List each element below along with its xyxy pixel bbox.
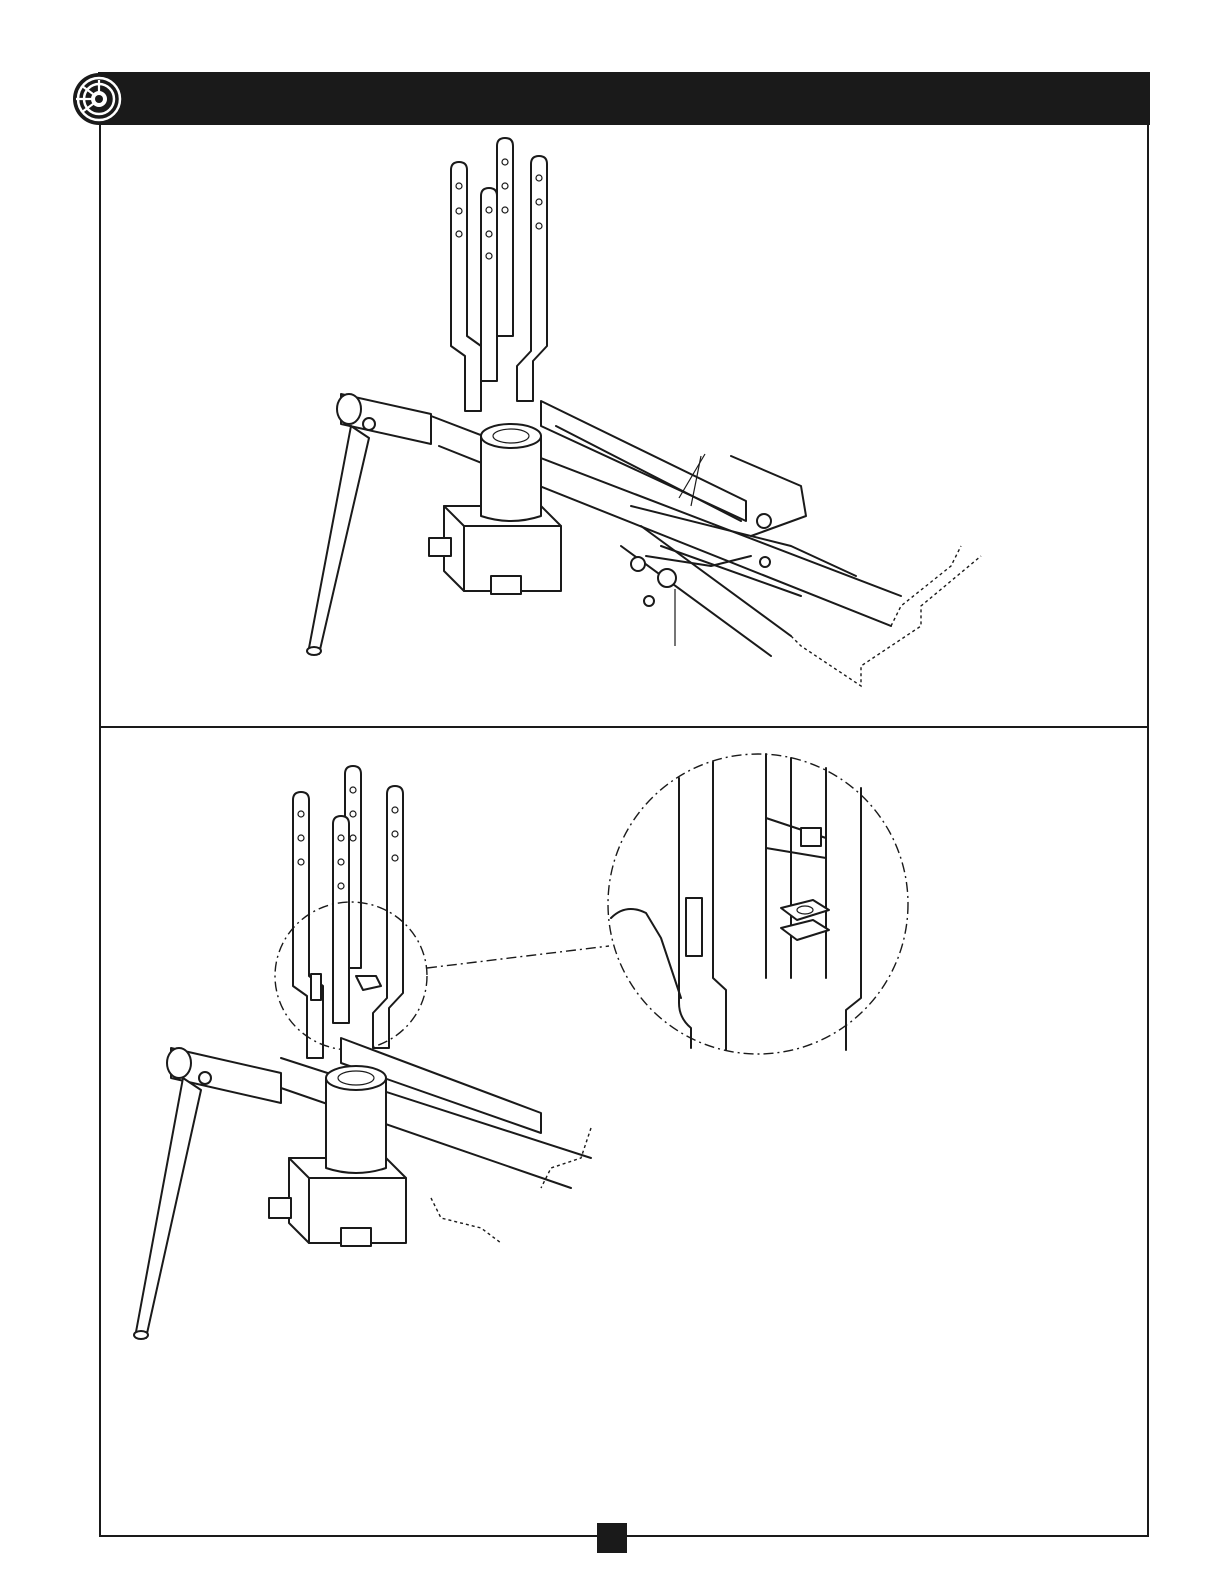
assembly-target-icon: [72, 72, 126, 126]
page-number-tab: [597, 1523, 627, 1553]
figure-step-bottom: [101, 728, 1147, 1535]
figure-step-top: [101, 126, 1147, 726]
section-header-bar: [98, 72, 1150, 125]
splitter-frame-detail-illustration: [101, 728, 1147, 1535]
splitter-frame-assembly-illustration: [101, 126, 1147, 726]
